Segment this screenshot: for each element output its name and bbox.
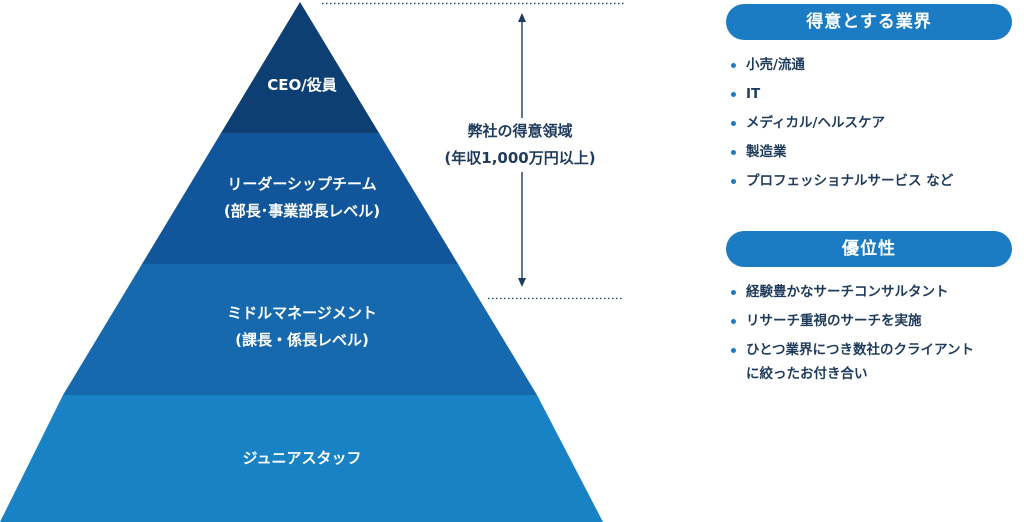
tier-label-middle: ミドルマネージメント (課長・係長レベル) bbox=[227, 304, 377, 349]
industry-item: IT bbox=[726, 82, 1012, 106]
advantage-item: リサーチ重視のサーチを実施 bbox=[726, 309, 1012, 333]
advantages-heading: 優位性 bbox=[726, 231, 1012, 267]
tier-label-ceo: CEO/役員 bbox=[267, 76, 337, 94]
bullet-icon bbox=[731, 63, 736, 68]
industry-item: プロフェッショナルサービス など bbox=[726, 169, 1012, 193]
industry-item: 小売/流通 bbox=[726, 53, 1012, 77]
advantage-item: 経験豊かなサーチコンサルタント bbox=[726, 280, 1012, 304]
bullet-icon bbox=[731, 179, 736, 184]
pyramid-tier-leadership bbox=[142, 133, 458, 264]
industries-panel: 得意とする業界 小売/流通 IT メディカル/ヘルスケア 製造業 プロフェッショ… bbox=[726, 4, 1012, 193]
bullet-icon bbox=[731, 121, 736, 126]
arrow-up-icon bbox=[518, 13, 526, 22]
bullet-icon bbox=[731, 319, 736, 324]
pyramid-tier-middle bbox=[63, 264, 537, 395]
advantages-panel: 優位性 経験豊かなサーチコンサルタント リサーチ重視のサーチを実施 ひとつ業界に… bbox=[726, 231, 1012, 386]
bullet-icon bbox=[731, 92, 736, 97]
pyramid-tier-ceo bbox=[221, 2, 379, 133]
industry-item: 製造業 bbox=[726, 140, 1012, 164]
industry-item: メディカル/ヘルスケア bbox=[726, 111, 1012, 135]
bullet-icon bbox=[731, 348, 736, 353]
pyramid-tier-junior bbox=[0, 395, 603, 522]
arrow-down-icon bbox=[518, 278, 526, 287]
tier-label-leadership: リーダーシップチーム (部長･事業部長レベル) bbox=[223, 175, 381, 220]
advantage-item: ひとつ業界につき数社のクライアント に絞ったお付き合い bbox=[726, 338, 1012, 386]
industries-heading: 得意とする業界 bbox=[726, 4, 1012, 40]
focus-range-label: 弊社の得意領域 (年収1,000万円以上) bbox=[420, 118, 620, 172]
bullet-icon bbox=[731, 150, 736, 155]
bullet-icon bbox=[731, 290, 736, 295]
pyramid-diagram bbox=[0, 2, 624, 522]
tier-label-junior: ジュニアスタッフ bbox=[242, 449, 362, 467]
